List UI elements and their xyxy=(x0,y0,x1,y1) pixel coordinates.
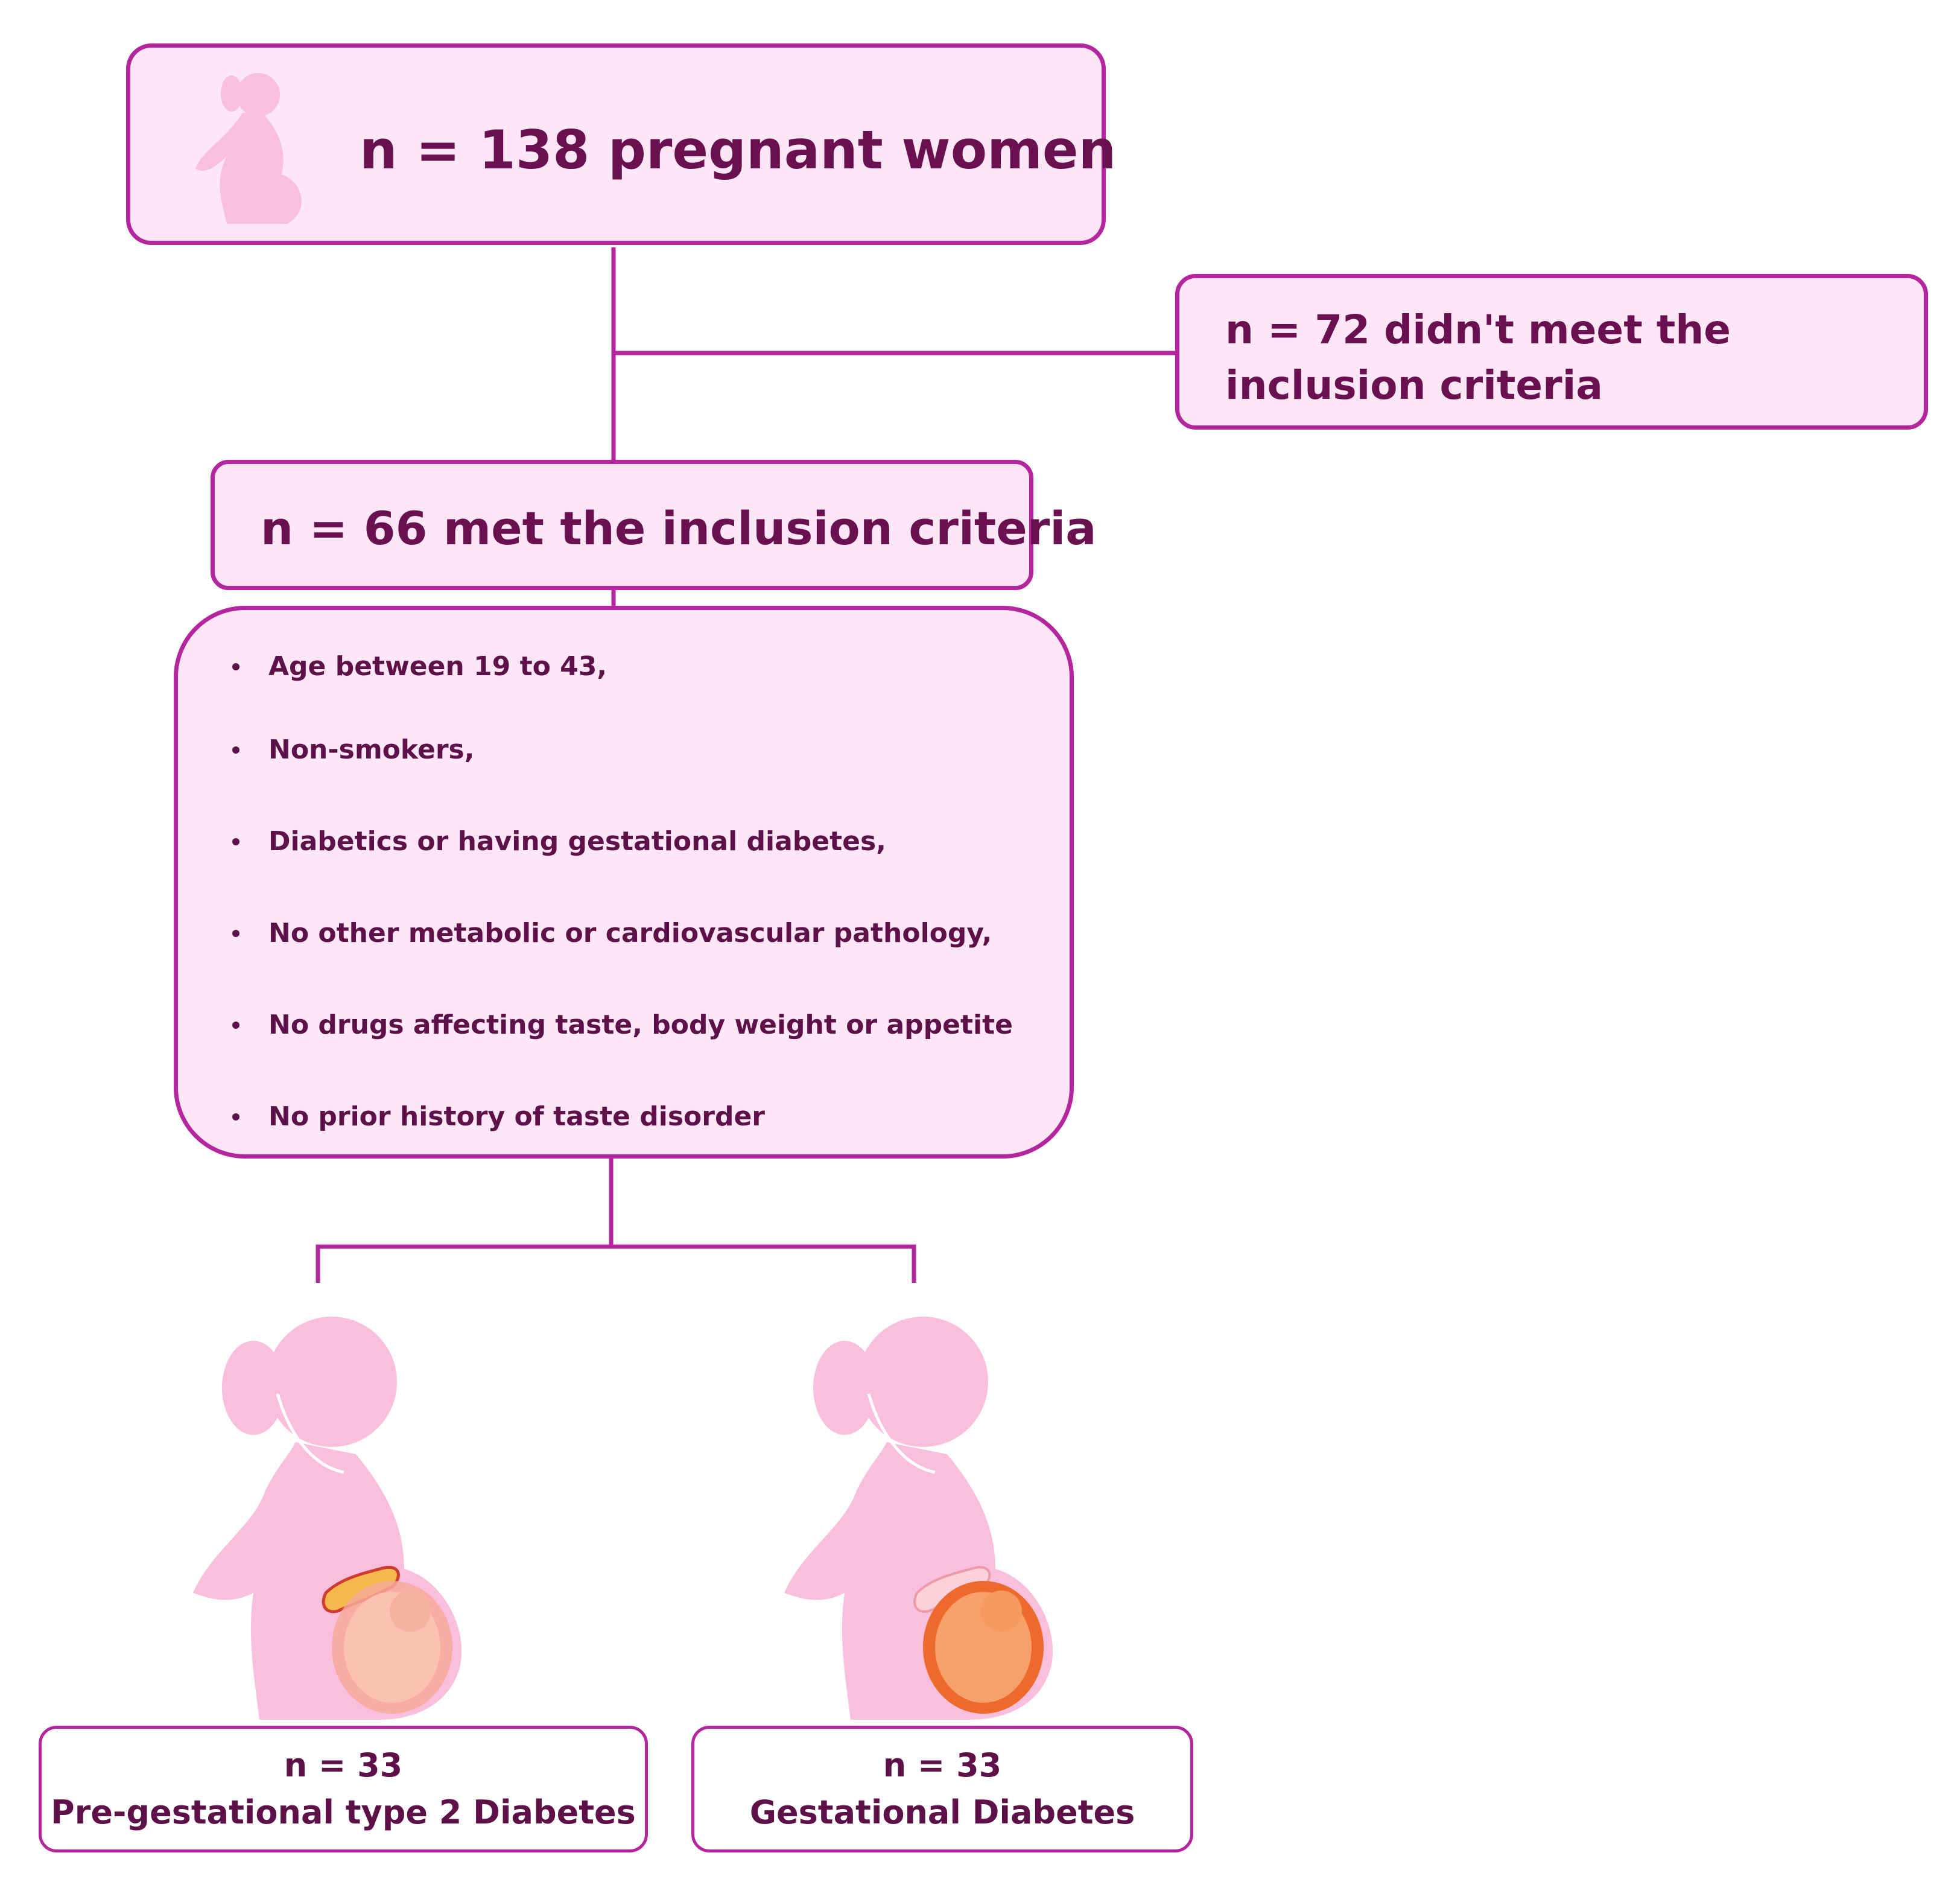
criteria-box: Age between 19 to 43, Non-smokers, Diabe… xyxy=(174,606,1074,1159)
bullet-icon xyxy=(232,930,239,937)
pregnant-woman-icon xyxy=(193,1317,462,1720)
bullet-icon xyxy=(232,1022,239,1029)
bullet-icon xyxy=(232,1113,239,1121)
criteria-item: Age between 19 to 43, xyxy=(232,651,607,682)
group-box-pregestational: n = 33 Pre-gestational type 2 Diabetes xyxy=(39,1726,648,1852)
criteria-item: No drugs affecting taste, body weight or… xyxy=(232,1009,1013,1040)
bullet-icon xyxy=(232,663,239,670)
group-box-gestational: n = 33 Gestational Diabetes xyxy=(691,1726,1193,1852)
excluded-box: n = 72 didn't meet the inclusion criteri… xyxy=(1175,274,1928,430)
criteria-item: No prior history of taste disorder xyxy=(232,1101,765,1132)
group-label: Pre-gestational type 2 Diabetes xyxy=(51,1793,636,1831)
total-label: n = 138 pregnant women xyxy=(360,119,1117,181)
group-count: n = 33 xyxy=(883,1746,1002,1784)
fetus-icon xyxy=(332,1581,452,1714)
connector-split xyxy=(316,1244,916,1283)
pregnant-woman-icon xyxy=(784,1317,1053,1720)
criteria-item: Non-smokers, xyxy=(232,734,474,765)
included-label: n = 66 met the inclusion criteria xyxy=(261,501,1097,555)
excluded-label: n = 72 didn't meet the inclusion criteri… xyxy=(1225,307,1731,409)
pregnant-woman-icon xyxy=(195,73,302,224)
criteria-item: No other metabolic or cardiovascular pat… xyxy=(232,918,992,949)
group-label: Gestational Diabetes xyxy=(749,1793,1135,1831)
bullet-icon xyxy=(232,746,239,754)
included-box: n = 66 met the inclusion criteria xyxy=(211,460,1097,590)
bullet-icon xyxy=(232,838,239,845)
total-box: n = 138 pregnant women xyxy=(126,43,1116,245)
criteria-item: Diabetics or having gestational diabetes… xyxy=(232,826,886,857)
fetus-icon xyxy=(923,1581,1044,1714)
group-count: n = 33 xyxy=(284,1746,403,1784)
